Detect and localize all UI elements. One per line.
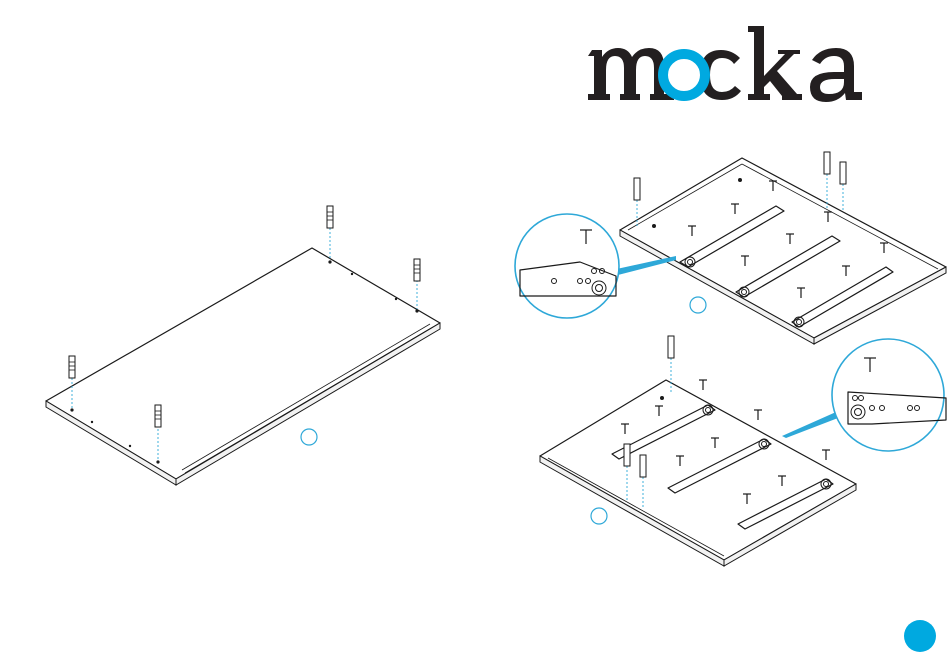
cam-bolt-icon	[668, 336, 674, 358]
step-marker	[301, 429, 317, 445]
cam-bolt-icon	[69, 356, 75, 378]
cam-bolt-icon	[824, 152, 830, 174]
cam-bolt-icon	[640, 455, 646, 477]
cam-bolt-icon	[624, 444, 630, 466]
cam-bolt-icon	[155, 405, 161, 427]
figure-panel-runners-top	[515, 152, 946, 344]
figure-panel-runners-bottom	[540, 336, 946, 566]
cam-bolt-icon	[840, 162, 846, 184]
step-marker	[591, 508, 607, 524]
detail-callout	[832, 339, 946, 451]
step-marker	[690, 297, 706, 313]
cam-bolt-icon	[634, 178, 640, 200]
figure-panel-cam-bolts	[46, 206, 440, 485]
cam-bolt-icon	[414, 259, 420, 281]
detail-callout	[515, 214, 619, 318]
cam-bolt-icon	[327, 206, 333, 228]
page-marker	[904, 620, 936, 652]
